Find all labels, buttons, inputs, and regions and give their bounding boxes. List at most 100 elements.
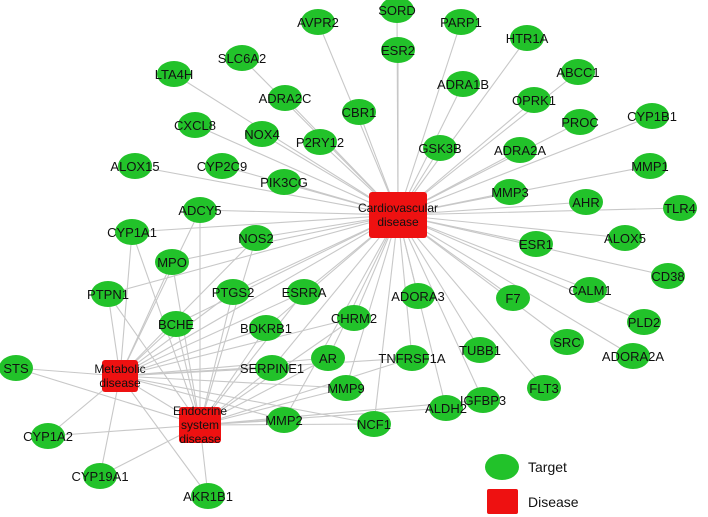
target-node-serpine1[interactable]	[255, 355, 289, 381]
target-node-gsk3b[interactable]	[423, 135, 457, 161]
target-node-cd38[interactable]	[651, 263, 685, 289]
target-node-htr1a[interactable]	[510, 25, 544, 51]
target-node-bdkrb1[interactable]	[249, 315, 283, 341]
target-node-mpo[interactable]	[155, 249, 189, 275]
target-node-p2ry12[interactable]	[303, 129, 337, 155]
edge-cyp1a2-endo	[47, 424, 201, 437]
node-layer	[0, 0, 697, 509]
target-node-cyp1b1[interactable]	[635, 103, 669, 129]
target-node-cyp2c9[interactable]	[205, 153, 239, 179]
target-node-tubb1[interactable]	[463, 337, 497, 363]
target-node-f7[interactable]	[496, 285, 530, 311]
target-node-esr1[interactable]	[519, 231, 553, 257]
target-node-alox5[interactable]	[608, 225, 642, 251]
target-node-pld2[interactable]	[627, 309, 661, 335]
target-node-sts[interactable]	[0, 355, 33, 381]
target-label-abcc1: ABCC1	[556, 65, 599, 80]
target-label-mmp2: MMP2	[265, 413, 303, 428]
target-label-mmp3: MMP3	[491, 185, 529, 200]
target-label-oprk1: OPRK1	[512, 93, 556, 108]
disease-node-cardio[interactable]	[369, 192, 427, 238]
target-node-bche[interactable]	[159, 311, 193, 337]
edge-cyp19a1-metab	[99, 375, 121, 477]
target-node-ptpn1[interactable]	[91, 281, 125, 307]
disease-node-endo[interactable]	[179, 407, 221, 443]
target-node-igfbp3[interactable]	[466, 387, 500, 413]
target-node-mmp9[interactable]	[329, 375, 363, 401]
target-label-cyp1a2: CYP1A2	[23, 429, 73, 444]
edge-lta4h-cardio	[173, 73, 399, 216]
target-label-gsk3b: GSK3B	[418, 141, 461, 156]
target-node-slc6a2[interactable]	[225, 45, 259, 71]
target-node-alox15[interactable]	[118, 153, 152, 179]
target-node-cxcl8[interactable]	[178, 112, 212, 138]
target-node-adora3[interactable]	[401, 283, 435, 309]
target-node-nos2[interactable]	[239, 225, 273, 251]
target-node-cyp1a2[interactable]	[31, 423, 65, 449]
target-label-parp1: PARP1	[440, 15, 482, 30]
target-node-cyp1a1[interactable]	[115, 219, 149, 245]
edge-adcy5-cardio	[199, 209, 399, 216]
target-node-mmp3[interactable]	[493, 179, 527, 205]
edge-ptpn1-cardio	[107, 214, 399, 295]
target-label-bdkrb1: BDKRB1	[240, 321, 292, 336]
target-node-oprk1[interactable]	[517, 87, 551, 113]
target-node-mmp2[interactable]	[267, 407, 301, 433]
edge-proc-cardio	[397, 121, 581, 216]
target-node-calm1[interactable]	[573, 277, 607, 303]
target-node-ptgs2[interactable]	[216, 279, 250, 305]
edge-alox15-cardio	[134, 165, 399, 216]
target-node-proc[interactable]	[563, 109, 597, 135]
disease-label-metab-line-0: Metabolic	[94, 362, 145, 376]
edge-igfbp3-cardio	[397, 214, 484, 401]
target-label-nos2: NOS2	[238, 231, 273, 246]
target-node-cyp19a1[interactable]	[83, 463, 117, 489]
edge-ncf1-metab	[119, 375, 375, 425]
target-node-adcy5[interactable]	[183, 197, 217, 223]
target-node-nox4[interactable]	[245, 121, 279, 147]
target-node-parp1[interactable]	[444, 9, 478, 35]
target-node-aldh2[interactable]	[429, 395, 463, 421]
target-node-sord[interactable]	[380, 0, 414, 23]
target-node-ahr[interactable]	[569, 189, 603, 215]
target-label-mmp9: MMP9	[327, 381, 365, 396]
target-label-pld2: PLD2	[628, 315, 661, 330]
target-node-cbr1[interactable]	[342, 99, 376, 125]
target-node-adora2a[interactable]	[616, 343, 650, 369]
legend-target-marker	[485, 454, 519, 480]
target-node-mmp1[interactable]	[633, 153, 667, 179]
target-node-avpr2[interactable]	[301, 9, 335, 35]
target-node-ncf1[interactable]	[357, 411, 391, 437]
edge-bdkrb1-metab	[119, 327, 267, 377]
target-node-akr1b1[interactable]	[191, 483, 225, 509]
edge-mpo-cardio	[171, 214, 399, 263]
target-label-esr1: ESR1	[519, 237, 553, 252]
edge-ar-endo	[199, 357, 329, 426]
edge-tnfrsf1a-endo	[199, 357, 413, 426]
target-label-esrra: ESRRA	[282, 285, 327, 300]
target-node-lta4h[interactable]	[157, 61, 191, 87]
edge-cyp1a1-cardio	[131, 214, 399, 233]
target-node-tlr4[interactable]	[663, 195, 697, 221]
target-node-adra2a[interactable]	[503, 137, 537, 163]
target-node-pik3cg[interactable]	[267, 169, 301, 195]
target-label-tlr4: TLR4	[664, 201, 696, 216]
edge-sts-endo	[15, 367, 201, 426]
target-node-tnfrsf1a[interactable]	[395, 345, 429, 371]
target-node-abcc1[interactable]	[561, 59, 595, 85]
target-node-src[interactable]	[550, 329, 584, 355]
target-node-chrm2[interactable]	[337, 305, 371, 331]
target-node-esrra[interactable]	[287, 279, 321, 305]
target-node-adra1b[interactable]	[446, 71, 480, 97]
target-label-cyp19a1: CYP19A1	[71, 469, 128, 484]
target-node-ar[interactable]	[311, 345, 345, 371]
disease-node-metab[interactable]	[102, 360, 138, 392]
target-label-ptpn1: PTPN1	[87, 287, 129, 302]
target-label-sts: STS	[3, 361, 29, 376]
target-node-flt3[interactable]	[527, 375, 561, 401]
target-label-adcy5: ADCY5	[178, 203, 221, 218]
edge-mmp9-endo	[199, 387, 347, 426]
target-label-nox4: NOX4	[244, 127, 279, 142]
target-node-esr2[interactable]	[381, 37, 415, 63]
target-node-adra2c[interactable]	[268, 85, 302, 111]
